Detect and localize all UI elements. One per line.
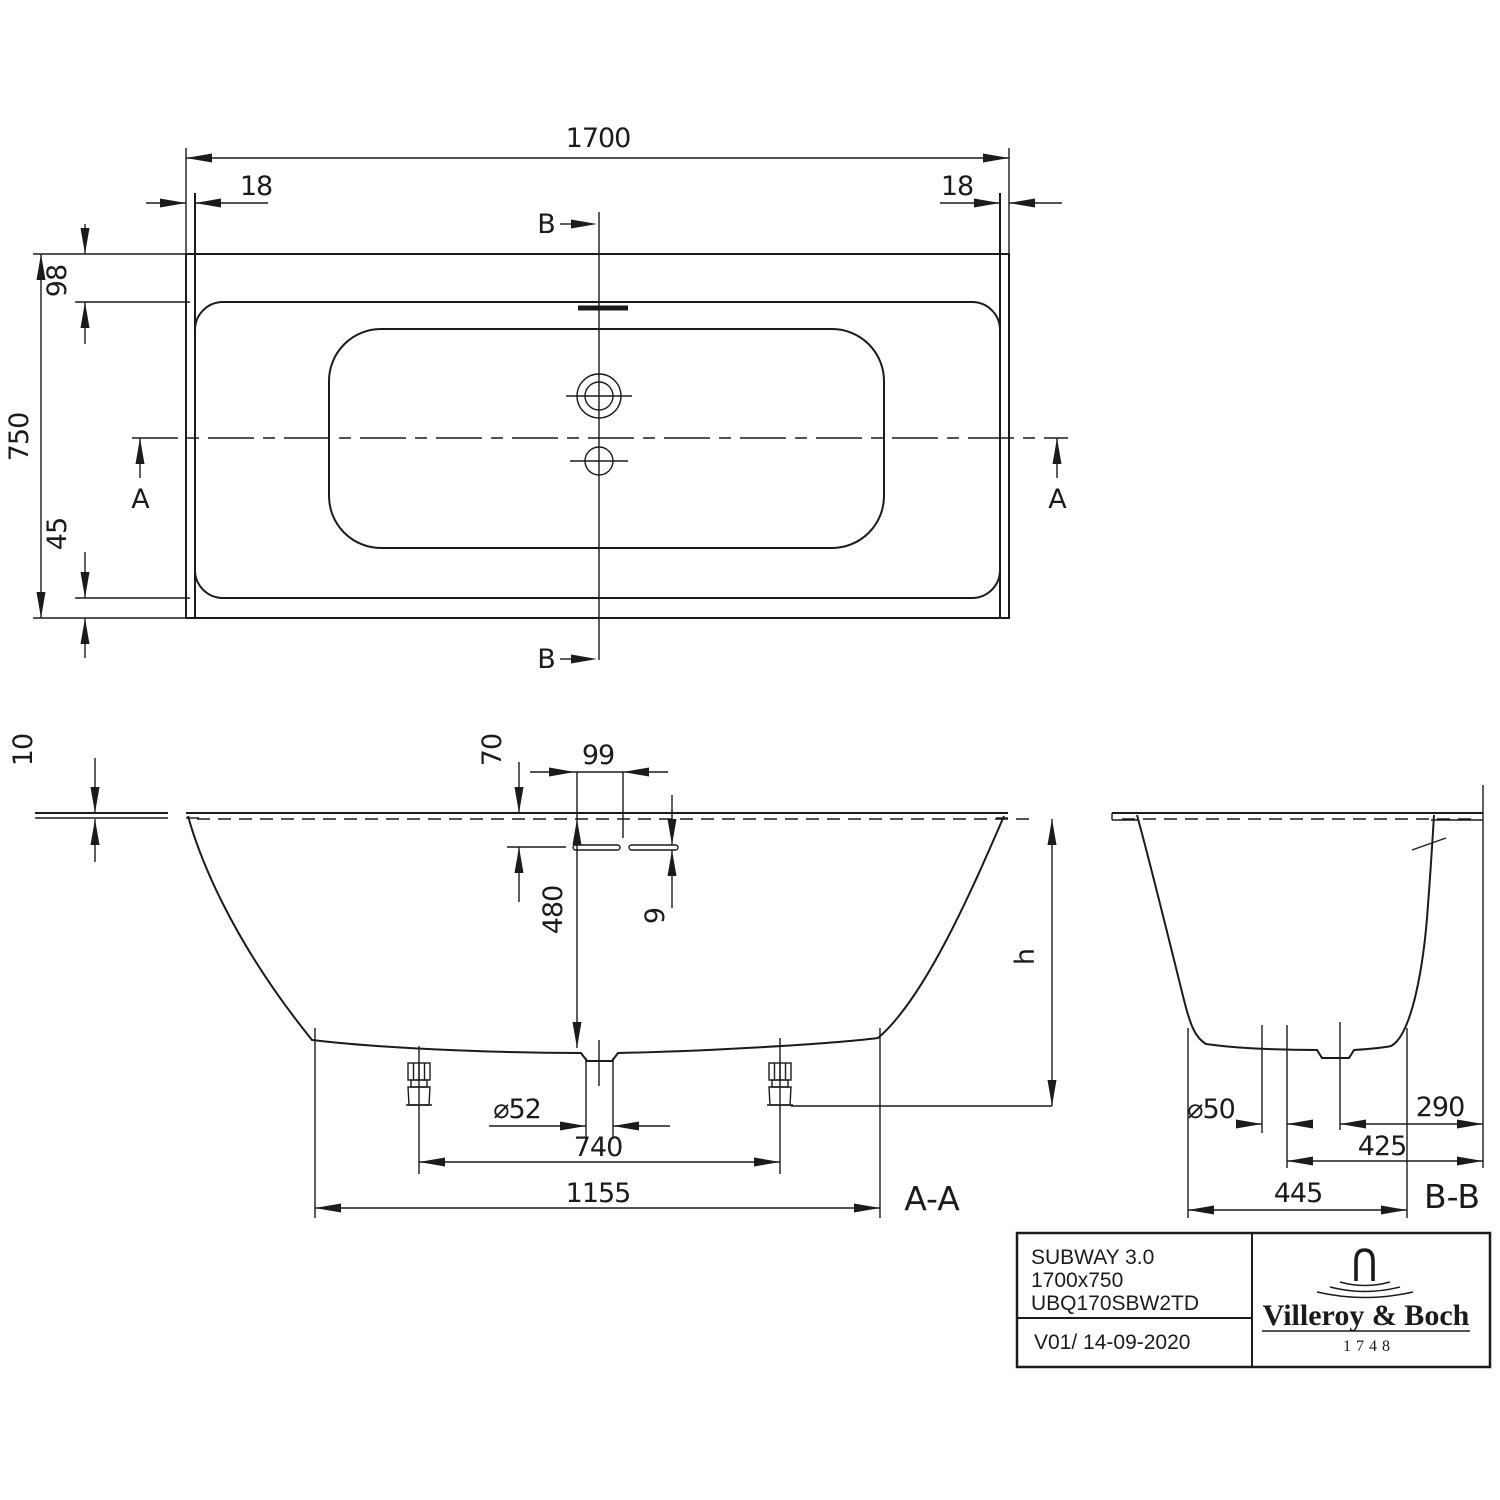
product-name: SUBWAY 3.0 (1031, 1246, 1154, 1269)
dim-label-290: 290 (1416, 1092, 1465, 1123)
section-label-b-top: B (537, 209, 555, 240)
drawing-version: V01/ 14-09-2020 (1034, 1331, 1190, 1354)
dim-label-1155: 1155 (566, 1178, 631, 1209)
wall-tick-mark (1411, 837, 1447, 851)
dim-label-740: 740 (574, 1132, 623, 1163)
section-aa: 10 70 99 9 (8, 734, 1057, 1218)
section-label-b-bottom: B (537, 644, 555, 675)
dim-750: 750 (4, 254, 46, 618)
dim-45: 45 (33, 518, 190, 658)
dim-label-9: 9 (640, 908, 671, 924)
dim-480: 480 (538, 772, 582, 1048)
dim-label-480: 480 (538, 886, 569, 935)
dim-98: 98 (33, 224, 190, 344)
overflow-slot-left (572, 844, 621, 851)
dim-label-h: h (1010, 949, 1041, 965)
dim-70: 70 (477, 734, 566, 902)
section-marker-b-bottom: B (537, 644, 597, 675)
dim-label-10: 10 (8, 734, 39, 766)
product-size: 1700x750 (1031, 1269, 1123, 1292)
dim-phi52: ⌀52 (489, 1058, 670, 1138)
section-marker-b-top: B (537, 209, 597, 240)
dim-label-phi52: ⌀52 (493, 1094, 541, 1125)
dim-1155: 1155 (314, 1028, 881, 1218)
section-label-a-right: A (1048, 484, 1067, 515)
dim-label-18-left: 18 (240, 171, 272, 202)
section-label-a-left: A (131, 484, 150, 515)
dim-10: 10 (8, 734, 100, 862)
dim-290: 290 (1340, 1092, 1483, 1129)
overflow-slot-right (628, 844, 679, 851)
dim-label-1700: 1700 (566, 123, 631, 154)
dim-425: 425 (1287, 1131, 1483, 1166)
dim-label-phi50: ⌀50 (1187, 1094, 1235, 1125)
tub-profile-bb (1136, 814, 1435, 1059)
dim-phi50: ⌀50 (1187, 1025, 1313, 1168)
title-block: SUBWAY 3.0 1700x750 UBQ170SBW2TD V01/ 14… (1015, 1231, 1492, 1369)
dim-label-18-right: 18 (941, 171, 973, 202)
dim-label-70: 70 (477, 734, 508, 766)
tub-outer-outline (185, 253, 1010, 619)
dim-h: h (1010, 819, 1057, 1106)
drain-fitting (566, 373, 632, 476)
rim-inner-outline (194, 301, 1001, 599)
section-marker-a-left: A (131, 438, 151, 515)
section-marker-a-right: A (1048, 438, 1068, 515)
dim-99: 99 (530, 740, 668, 838)
villeroy-boch-logo-icon (1316, 1248, 1414, 1299)
foot-left (406, 1046, 432, 1174)
brand-year: 1748 (1343, 1338, 1395, 1355)
section-aa-label: A-A (904, 1179, 960, 1218)
tub-profile (187, 815, 1005, 1062)
article-number: UBQ170SBW2TD (1031, 1292, 1199, 1315)
dim-18-right: 18 (940, 171, 1062, 208)
dim-1700: 1700 (185, 123, 1010, 254)
foot-right (767, 1038, 793, 1174)
dim-18-left: 18 (146, 171, 273, 208)
dim-9: 9 (640, 795, 677, 924)
section-bb-label: B-B (1424, 1177, 1480, 1216)
dim-label-445: 445 (1274, 1178, 1323, 1209)
top-view: 1700 18 18 98 (4, 123, 1068, 675)
dim-label-99: 99 (582, 740, 614, 771)
dim-label-98: 98 (42, 265, 73, 297)
dim-label-45: 45 (42, 518, 73, 550)
dim-740: 740 (419, 1132, 780, 1167)
dim-label-750: 750 (4, 413, 35, 462)
title-block-border (1015, 1231, 1492, 1369)
dim-label-425: 425 (1358, 1131, 1407, 1162)
brand-name: Villeroy & Boch (1263, 1299, 1470, 1332)
dim-445: 445 (1187, 1028, 1408, 1218)
section-bb: ⌀50 290 425 445 B-B (1111, 785, 1484, 1218)
